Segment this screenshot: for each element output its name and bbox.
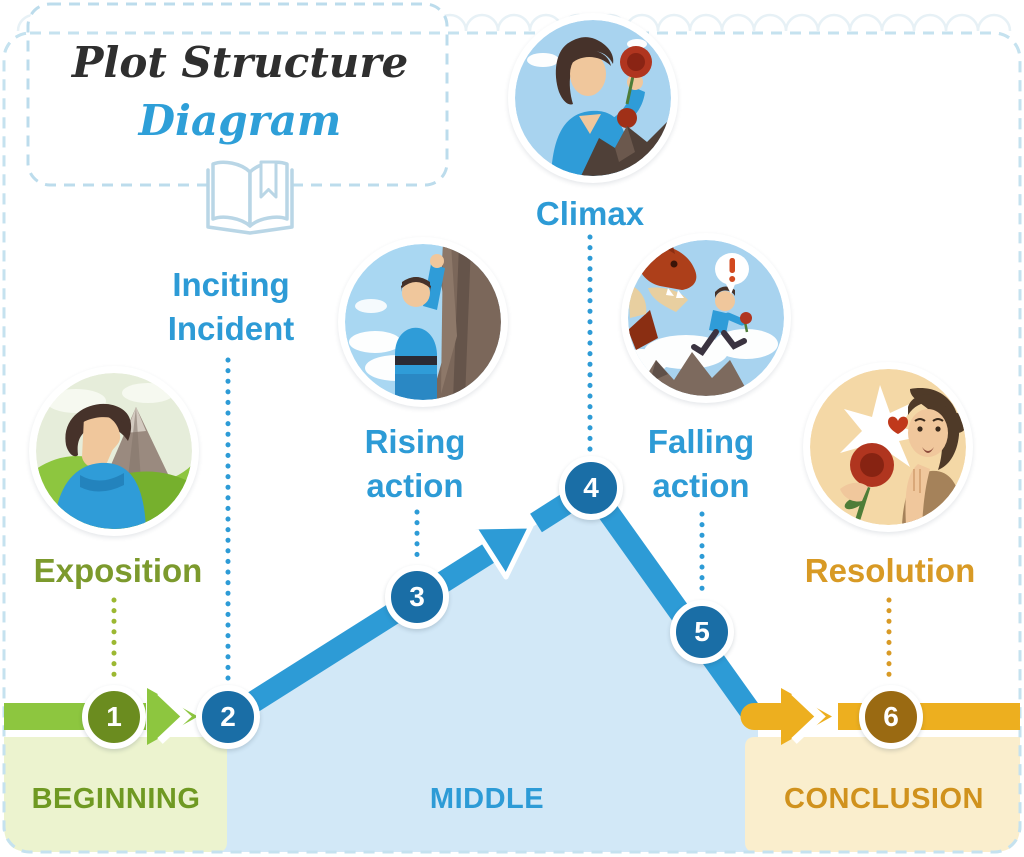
book-icon <box>206 160 294 235</box>
middle-band <box>217 490 758 852</box>
climax-scene <box>515 20 671 176</box>
label-inciting-incident: Inciting Incident <box>167 266 295 347</box>
rising-arrowhead-icon <box>471 523 534 580</box>
label-climax: Climax <box>535 195 645 232</box>
exclamation-bubble-icon <box>715 253 749 294</box>
label-rising-action: Rising action <box>364 423 466 504</box>
stage-node-2: 2 <box>196 685 260 749</box>
rising-line <box>219 538 503 730</box>
rose-icon <box>840 443 894 520</box>
exposition-illustration <box>29 366 199 536</box>
falling-line <box>582 481 767 729</box>
resolution-illustration <box>803 362 973 532</box>
page-subtitle: Diagram <box>138 96 342 145</box>
resolution-scene <box>810 369 966 525</box>
page-title: Plot Structure <box>71 38 409 87</box>
section-label-conclusion: CONCLUSION <box>784 783 984 815</box>
node-number: 1 <box>106 701 122 732</box>
card-border <box>2 31 1022 854</box>
running-hero <box>691 286 752 357</box>
beginning-band <box>4 737 227 852</box>
stage-node-6: 6 <box>859 685 923 749</box>
rising-action-scene <box>345 244 501 400</box>
conclusion-band <box>745 737 1020 852</box>
label-falling-action: Falling action <box>647 423 755 504</box>
label-resolution: Resolution <box>804 552 976 589</box>
section-label-middle: MIDDLE <box>429 783 545 815</box>
falling-action-illustration <box>621 233 791 403</box>
climax-illustration <box>508 13 678 183</box>
stage-node-3: 3 <box>385 565 449 629</box>
title-box <box>26 2 449 187</box>
falling-action-scene <box>628 240 784 396</box>
node-number: 4 <box>583 472 599 503</box>
conclusion-arrowhead-icon <box>781 688 832 745</box>
stage-node-5: 5 <box>670 600 734 664</box>
starburst <box>840 385 928 473</box>
beginning-arrow-notch <box>157 689 192 744</box>
node-number: 2 <box>220 701 236 732</box>
exposition-scene <box>36 373 192 529</box>
heart-icon <box>888 416 908 434</box>
node-number: 5 <box>694 616 710 647</box>
label-exposition: Exposition <box>33 552 203 589</box>
rising-action-illustration <box>338 237 508 407</box>
node-number: 6 <box>883 701 899 732</box>
section-label-beginning: BEGINNING <box>31 783 201 815</box>
beginning-arrowhead-icon <box>147 688 198 745</box>
stage-node-4: 4 <box>559 456 623 520</box>
stage-node-1: 1 <box>82 685 146 749</box>
conclusion-arrow-notch <box>791 689 826 744</box>
node-number: 3 <box>409 581 425 612</box>
